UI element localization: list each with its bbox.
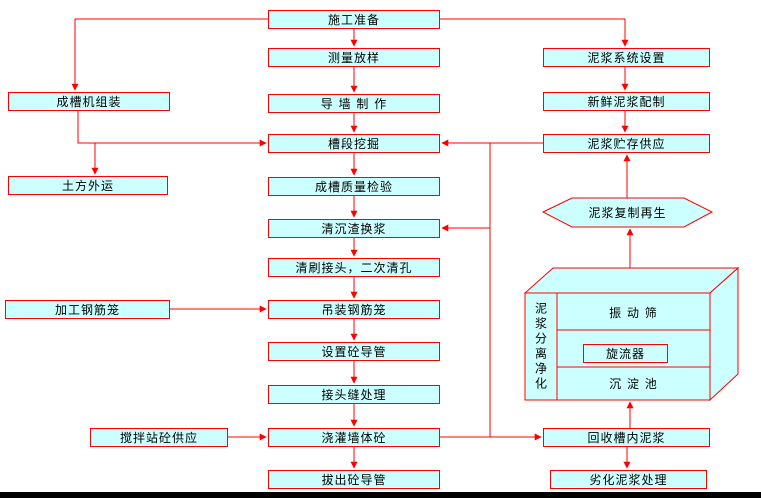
node-degraded-slurry-disposal: 劣化泥浆处理 — [550, 470, 707, 489]
node-mixing-station-supply: 搅拌站砼供应 — [90, 428, 228, 447]
arrow-machine-to-excavation — [77, 111, 267, 147]
slurry-regen-hexagon — [541, 197, 714, 228]
node-recover-trench-slurry: 回收槽内泥浆 — [543, 428, 710, 447]
node-joint-clean: 清刷接头，二次清孔 — [268, 258, 440, 277]
node-settling-tank: 沉 淀 池 — [609, 376, 658, 391]
node-trench-quality-check: 成槽质量检验 — [268, 177, 440, 196]
node-earth-removal: 土方外运 — [8, 176, 168, 195]
node-cyclone: 旋流器 — [583, 344, 668, 363]
arrow-prep-to-slurrysystem — [440, 18, 629, 47]
node-slurry-storage-supply: 泥浆贮存供应 — [543, 134, 710, 153]
node-set-concrete-conduit: 设置砼导管 — [268, 342, 440, 361]
separator-box-title: 泥浆分离净化 — [533, 302, 548, 392]
node-slurry-regeneration: 泥浆复制再生 — [588, 206, 667, 220]
node-joint-seam-treatment: 接头缝处理 — [268, 385, 440, 404]
node-pour-wall-concrete: 浇灌墙体砼 — [268, 428, 440, 447]
node-sediment-slurry-replace: 清沉渣换浆 — [268, 219, 440, 238]
node-fresh-slurry-mixing: 新鲜泥浆配制 — [543, 92, 710, 111]
window-bottom-border — [0, 492, 761, 498]
node-rebar-cage-fabrication: 加工钢筋笼 — [5, 300, 170, 319]
node-vibrating-screen: 振 动 筛 — [609, 305, 658, 320]
node-trencher-assembly: 成槽机组装 — [8, 92, 170, 111]
node-construction-prep: 施工准备 — [268, 10, 440, 29]
node-trench-excavation: 槽段挖掘 — [268, 134, 440, 153]
node-slurry-system-setup: 泥浆系统设置 — [543, 48, 710, 67]
node-guide-wall: 导 墙 制 作 — [268, 94, 440, 113]
node-pull-concrete-conduit: 拔出砼导管 — [268, 470, 440, 489]
node-survey-layout: 测量放样 — [268, 48, 440, 67]
node-hoist-rebar-cage: 吊装钢筋笼 — [268, 300, 440, 319]
separator-box-top-face — [523, 267, 740, 294]
arrow-prep-to-machine — [71, 18, 268, 91]
